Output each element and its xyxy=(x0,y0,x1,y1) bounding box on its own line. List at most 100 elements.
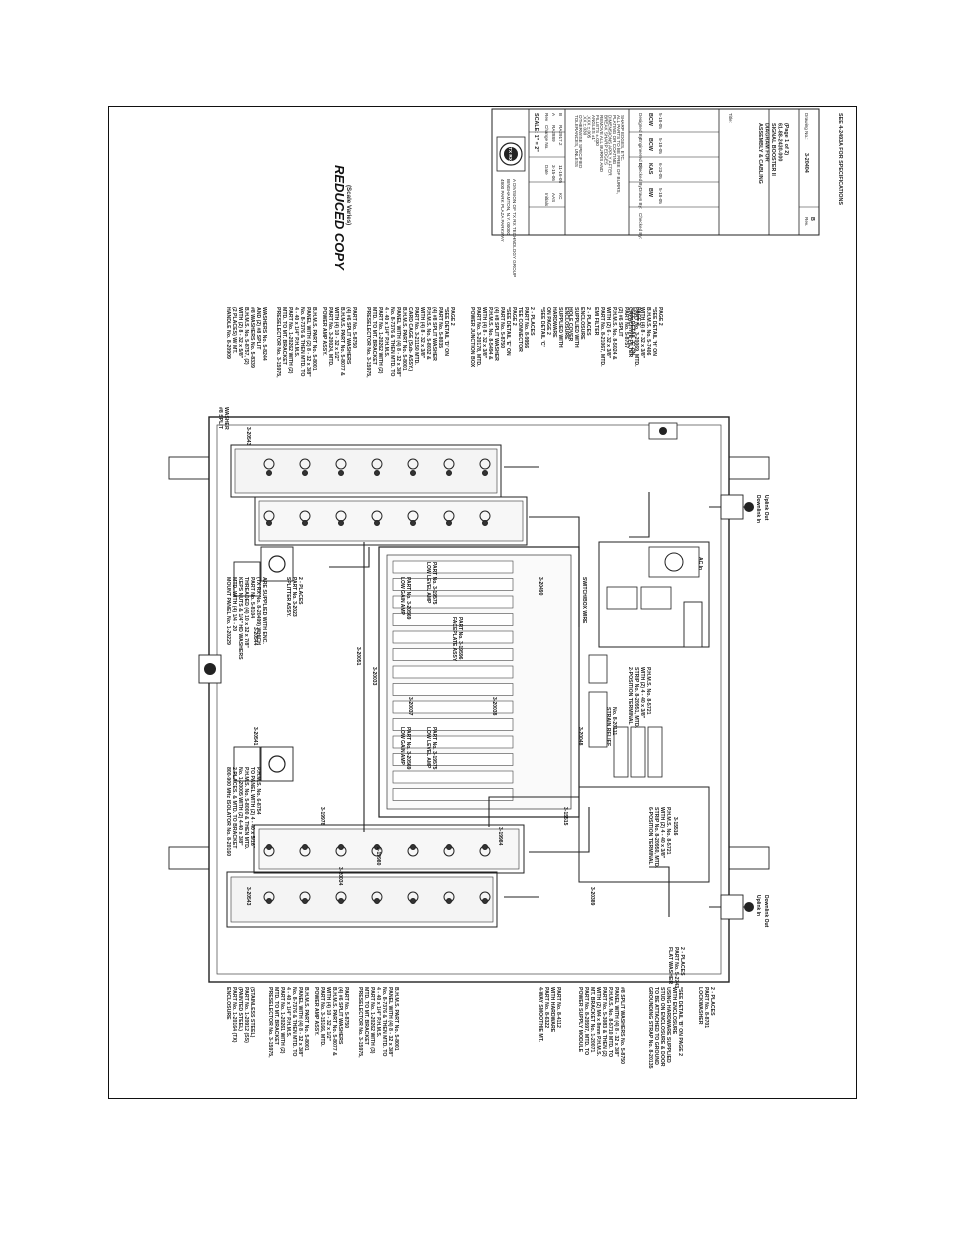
callout-line: B.H.M.S. PART No. 5-8077 & xyxy=(331,987,337,1056)
callout-line: PAGE 2 xyxy=(511,307,517,326)
component-label-text: PART No. 3-19575 xyxy=(431,727,437,770)
callout-line: HOLE COVER xyxy=(567,307,573,342)
component-label-text: 3-20544 xyxy=(252,627,258,646)
callout-line: TO BE ATTACHED TO GROUND xyxy=(653,987,659,1065)
tolerance-line: ALL PARTS TO BE FREE OF BURRS, xyxy=(616,115,621,194)
component-label: Downlink In xyxy=(755,495,761,523)
component-label-text: 3-20051 xyxy=(355,647,361,666)
card-slot xyxy=(392,753,514,766)
initials-header: Initials xyxy=(544,193,549,207)
logo-text: TX RX xyxy=(508,147,513,161)
port-uplink-out xyxy=(720,894,754,920)
callout-line: (2) #6 SPLIT xyxy=(617,307,623,338)
company-logo: TX RX xyxy=(496,136,526,172)
component-label: PART No. 3-19575 xyxy=(431,562,437,605)
enclosure-outline xyxy=(168,416,770,983)
component-label: 3-20048 xyxy=(577,727,583,746)
callout-line: PART No. 3-20178, MTD. xyxy=(475,307,481,367)
callout-line: MOUNT PANEL No. 1-20229 xyxy=(225,577,231,645)
callout-line: PAGE 2 xyxy=(657,307,663,326)
component-label-text: LOW GAIN AMP xyxy=(399,727,405,766)
component-label-text: 3-20543 xyxy=(245,427,251,446)
component-label-text: Uplink In xyxy=(755,895,761,916)
fastener-row xyxy=(263,458,491,904)
callout-line: *SEE DETAIL 'H' ON xyxy=(651,307,657,356)
callout-line: PANEL WITH (4) 8 - 32 x 3/8" xyxy=(297,987,303,1057)
fastener xyxy=(302,470,308,476)
preselector-top xyxy=(230,444,502,498)
callout-line: PANEL WITH (4) 8 - 32 x 3/8" xyxy=(613,987,619,1057)
callout-line: No. 8-7376 & THEN MTD. TO xyxy=(381,987,387,1056)
tolerance-line: PLATING OR COATING xyxy=(612,115,617,165)
component-label-text: 3-20541 xyxy=(252,727,258,746)
fastener xyxy=(407,458,419,470)
tolerance-line: OTHERWISE SPECIFIED xyxy=(578,115,583,169)
callout-line: TEE CONNECTOR xyxy=(517,307,523,352)
component-label-text: LOW LEVEL AMP xyxy=(425,562,431,604)
junction-box xyxy=(598,541,710,648)
callout-line: 4 - 40 x 1/4" P.H.M.S. xyxy=(383,307,389,358)
callout-line: #8 SPLIT xyxy=(217,407,223,430)
component-label-text: 3-19984 xyxy=(497,827,503,846)
revision-table: Rev Change No. Date Initials A RA2889 3-… xyxy=(544,113,563,207)
tolerance-line: .XX ±.030 xyxy=(582,115,587,136)
callout-line: EMI FILTER xyxy=(593,307,599,336)
component-label: 3-20038 xyxy=(491,697,497,716)
drawing-no: 3-20404 xyxy=(803,153,809,173)
callout-line: (4) #6 SPLIT WASHERS xyxy=(345,307,351,365)
fastener xyxy=(446,898,452,904)
callout-line: LOCKWASHER xyxy=(697,987,703,1025)
callout-line: AND (2) #8 SPLIT xyxy=(255,307,261,350)
rev-header: Rev xyxy=(544,113,549,122)
approval-name: BCW xyxy=(647,138,653,152)
callout-line: WITH (2) 8 - 32 x 5/8" xyxy=(237,307,243,359)
component-label-text: FACEPLATE ASSY xyxy=(451,617,457,662)
fastener xyxy=(410,898,416,904)
callout-line: 2 PLACES. & MTD. TO BRACKET xyxy=(231,767,237,849)
callout-line: ENCLOSURE xyxy=(579,307,585,340)
approval-name: BCW xyxy=(647,113,653,127)
callout-line: SUPPLIED WITH xyxy=(573,307,579,348)
callout-line: PANEL WITH (2) 8 - 32 x 3/8" xyxy=(305,307,311,377)
callout-line: (TX RX No. 8-20499) WHICH xyxy=(255,577,261,645)
component-label-text: 3-20037 xyxy=(407,697,413,716)
title-line: 61-88-2430-000 xyxy=(777,123,783,161)
callout-line: WITH (4) 10 - 32 x 1/2" xyxy=(333,307,339,362)
approval-role: Engineered By: xyxy=(638,138,643,169)
callout-line: (4) #8 SPLIT WASHER xyxy=(493,307,499,361)
callout-line: WITH (2) 6 - 32 x 3/8" xyxy=(605,307,611,359)
callout-line: PRESELECTOR No. 3-15975, xyxy=(365,307,371,378)
callout-handle-bar: HANDLE No. 8-20909(2 PLACES) W/ MT.WITH … xyxy=(225,307,267,368)
component-label-text: SPLITTER ASSY. xyxy=(285,577,291,617)
fastener xyxy=(446,520,452,526)
callout-line: P.H.M.S. No. 8-5494 & xyxy=(487,307,493,360)
isolator-lower xyxy=(233,746,294,782)
component-label: 3-19978 xyxy=(319,807,325,826)
component-label: 3-19984 xyxy=(497,827,503,846)
card-slot xyxy=(392,735,514,749)
spec-footnote: SEE 4-2493A FOR SPECIFICATIONS xyxy=(837,113,843,205)
component-label: 3-20544 xyxy=(252,627,258,646)
card-slot xyxy=(392,665,514,679)
callout-line: (4) #6 SPLIT WASHERS xyxy=(337,987,343,1045)
rev-b-init: KC xyxy=(558,193,563,200)
callout-line: 2 - PLACES xyxy=(529,307,535,336)
fastener xyxy=(482,520,488,526)
component-label: PART No. 3-19575 xyxy=(431,727,437,770)
fastener xyxy=(338,470,344,476)
callout-line: No. 1-20005 WITH (2) 4-40 x 3/8" xyxy=(237,767,243,846)
fastener xyxy=(374,470,380,476)
reduced-copy-label: REDUCED COPY xyxy=(332,165,347,271)
title-line: SIGNAL BOOSTER II xyxy=(770,123,776,176)
component-label-text: 3-20543 xyxy=(245,887,251,906)
component-label: LOW GAIN AMP xyxy=(399,577,405,616)
callout-line: PART No. 3-20069, MTD. xyxy=(633,307,639,367)
rev-a-init: AAS xyxy=(551,193,556,202)
callout-line: B.H.M.S. No. 5-8757, (2) xyxy=(243,307,249,365)
company-sub: A DIVISION OF TX RX TECHNOLOGY GROUP xyxy=(512,179,517,277)
date-header: Date xyxy=(544,165,549,175)
